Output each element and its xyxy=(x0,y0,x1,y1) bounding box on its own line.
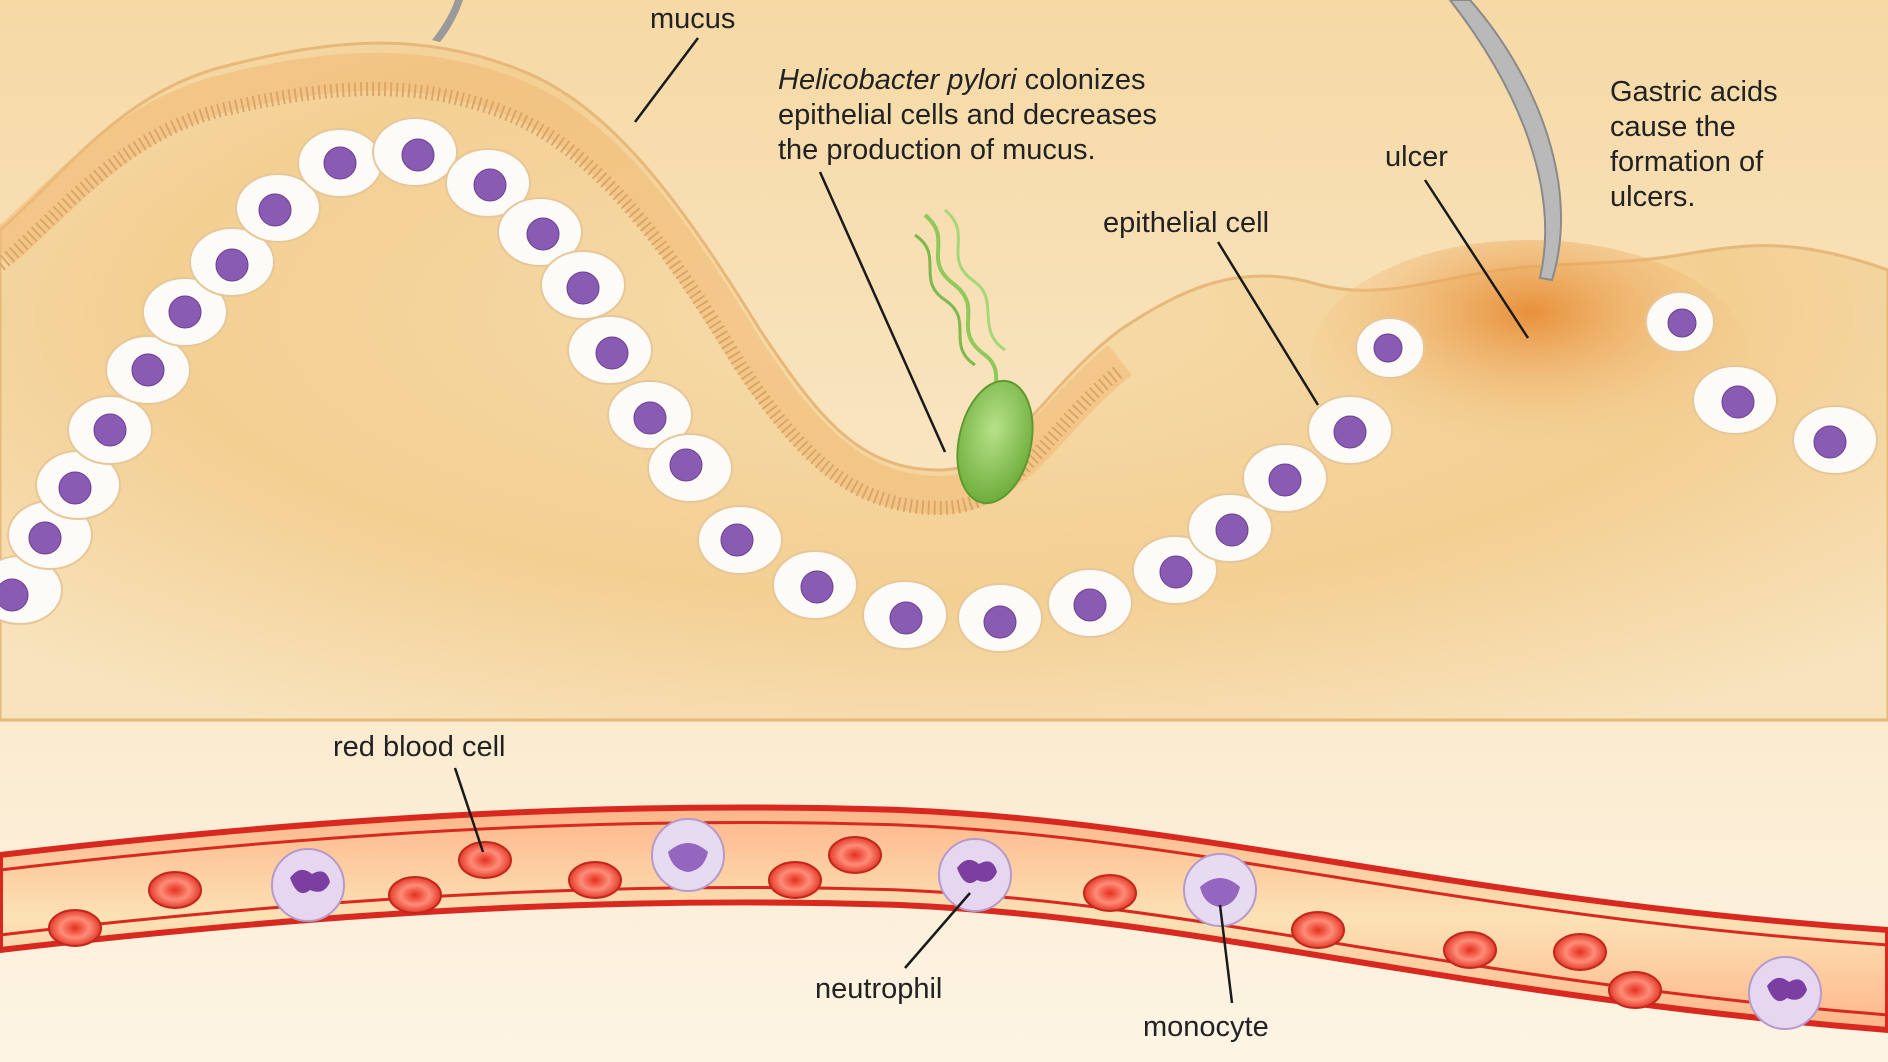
label-hpylori-line3: the production of mucus. xyxy=(778,133,1096,168)
label-gastric-line1: Gastric acids xyxy=(1610,75,1778,110)
label-hpylori-line1: Helicobacter pylori colonizes xyxy=(778,63,1146,98)
label-hpylori-line1-rest: colonizes xyxy=(1017,64,1146,96)
label-hpylori-name: Helicobacter pylori xyxy=(778,64,1017,96)
label-epithelial-cell: epithelial cell xyxy=(1103,206,1269,241)
label-monocyte: monocyte xyxy=(1143,1010,1269,1045)
label-red-blood-cell: red blood cell xyxy=(333,730,506,765)
label-gastric-line3: formation of xyxy=(1610,145,1763,180)
label-ulcer: ulcer xyxy=(1385,140,1448,175)
label-mucus: mucus xyxy=(650,2,735,37)
label-hpylori-line2: epithelial cells and decreases xyxy=(778,98,1157,133)
label-neutrophil: neutrophil xyxy=(815,972,942,1007)
label-gastric-line4: ulcers. xyxy=(1610,180,1695,215)
label-gastric-line2: cause the xyxy=(1610,110,1736,145)
